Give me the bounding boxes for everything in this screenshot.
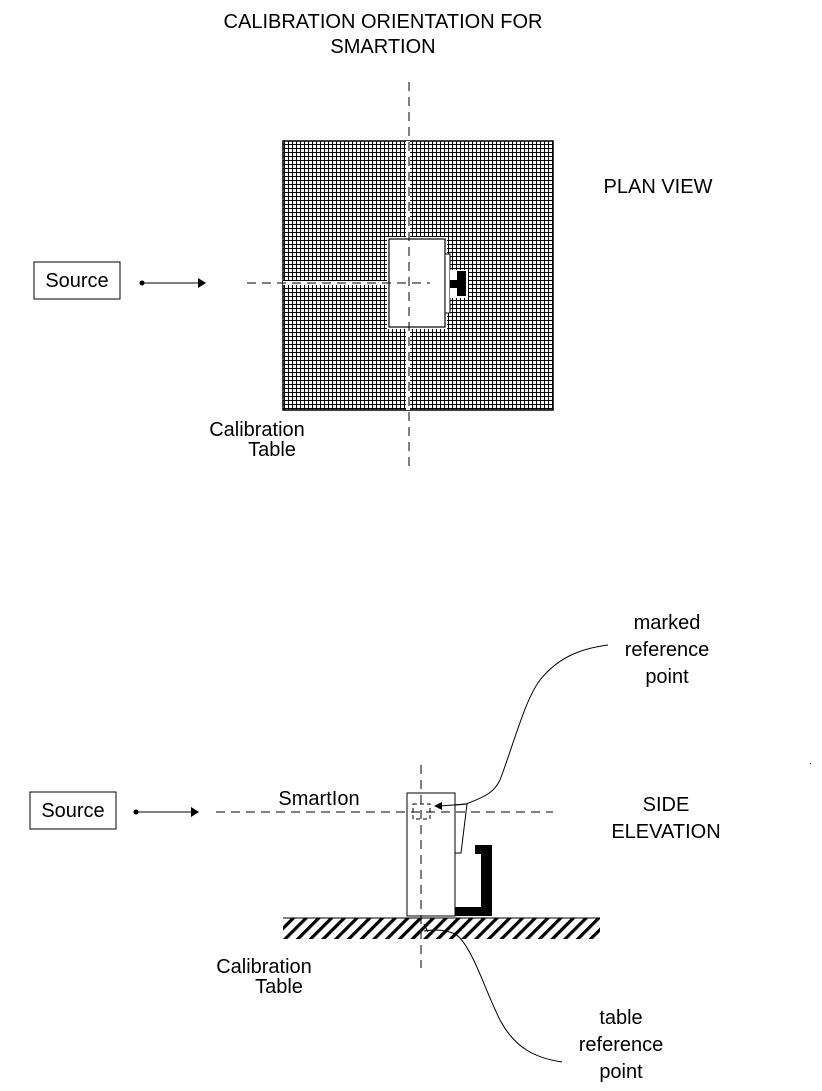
side-device-angled-piece: [454, 803, 468, 854]
table-ref-label-line-3: point: [599, 1061, 643, 1083]
marked-ref-label-line-1: marked: [634, 612, 701, 634]
marked-ref-arrowhead-icon: [434, 802, 442, 810]
side-view-label-line-1: SIDE: [643, 794, 690, 816]
plan-view: Source PLAN VIEW Calibration Table: [33, 82, 713, 470]
plan-source-label: Source: [45, 270, 108, 292]
plan-table-label-line-1: Calibration: [209, 419, 305, 441]
side-source-box: [29, 791, 117, 830]
side-source-label: Source: [41, 800, 104, 822]
side-table-label-line-2: Table: [255, 976, 303, 998]
plan-table-label-line-2: Table: [248, 439, 296, 461]
title-line-2: SMARTION: [330, 36, 435, 58]
table-ref-label-line-2: reference: [579, 1034, 664, 1056]
marked-ref-label-line-3: point: [645, 666, 689, 688]
side-table-label-line-1: Calibration: [216, 956, 312, 978]
plan-bracket: [450, 271, 466, 296]
side-bracket: [455, 845, 492, 916]
table-ref-leader-curve: [423, 929, 563, 1063]
side-device-label: SmartIon: [278, 788, 359, 810]
side-view-label-line-2: ELEVATION: [611, 821, 720, 843]
plan-horizontal-gap: [283, 281, 388, 285]
side-calibration-table: [283, 918, 600, 939]
stray-dot: [810, 763, 811, 764]
side-device-body: [406, 792, 456, 917]
side-beam-arrowhead-icon: [191, 807, 199, 817]
side-elevation: Source SmartIon SIDE ELEVATION marked re…: [29, 612, 721, 1083]
plan-source-box: [33, 261, 121, 300]
plan-view-label: PLAN VIEW: [604, 176, 713, 198]
title-line-1: CALIBRATION ORIENTATION FOR: [224, 11, 543, 33]
marked-ref-leader-curve: [465, 644, 609, 805]
marked-ref-label-line-2: reference: [625, 639, 710, 661]
table-ref-label-line-1: table: [599, 1007, 642, 1029]
plan-beam-arrowhead-icon: [198, 278, 206, 288]
marked-ref-pointer-line: [439, 803, 467, 807]
plan-device-side-strip: [444, 253, 451, 314]
